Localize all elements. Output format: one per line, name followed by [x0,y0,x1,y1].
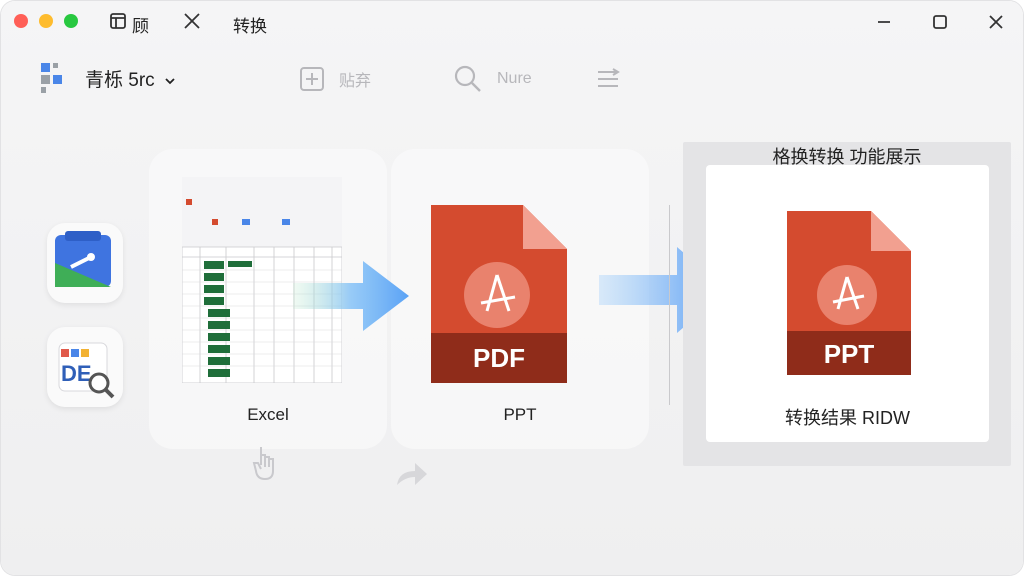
arrow-right-icon [293,261,409,331]
excel-label: Excel [247,405,289,424]
workspace-switcher[interactable]: 青栎 5rc [85,65,176,92]
list-button[interactable] [595,63,635,95]
side-app-converter[interactable] [47,223,123,303]
close-icon[interactable] [182,11,202,31]
add-label: 贴弃 [339,73,372,90]
tab-convert[interactable]: 转换 [233,17,267,36]
close-window-icon[interactable] [986,12,1006,32]
app-logo-icon [41,63,62,93]
excel-sheet-illustration [182,177,342,383]
minimize-window-dot[interactable] [39,14,53,28]
ppt-label: PPT [503,405,537,424]
close-window-dot[interactable] [14,14,28,28]
add-icon [300,67,324,91]
result-panel-title: 格换转换 功能展示 [772,147,922,167]
search-label: Nure [497,70,532,87]
tab-title[interactable]: 顾 [132,17,149,36]
ppt-file-icon[interactable]: PPT [787,207,913,377]
share-icon [397,463,427,485]
acrobat-icon [480,274,516,312]
file-icon [110,13,126,29]
side-app-doc-search[interactable]: DE [47,327,123,407]
chevron-down-icon [165,78,175,85]
list-icon [598,68,620,87]
pdf-file-icon: PDF [431,205,567,383]
search-icon [454,65,481,92]
title-bar: 顾 转换 [1,1,1023,43]
converter-app-icon [55,231,111,287]
hand-pointer-icon [252,447,274,481]
acrobat-icon [832,276,865,310]
result-badge: PPT [824,339,875,369]
zoom-window-dot[interactable] [64,14,78,28]
minimize-icon[interactable] [874,12,894,32]
search-button[interactable]: Nure [453,63,532,95]
doc-search-app-icon: DE [58,342,115,399]
svg-text:DE: DE [61,361,92,386]
maximize-icon[interactable] [930,12,950,32]
workspace-name: 青栎 5rc [85,70,155,91]
pdf-badge: PDF [473,343,525,373]
result-label: 转换结果 RIDW [785,408,910,428]
add-button[interactable]: 贴弃 [299,63,371,95]
divider [669,205,670,405]
